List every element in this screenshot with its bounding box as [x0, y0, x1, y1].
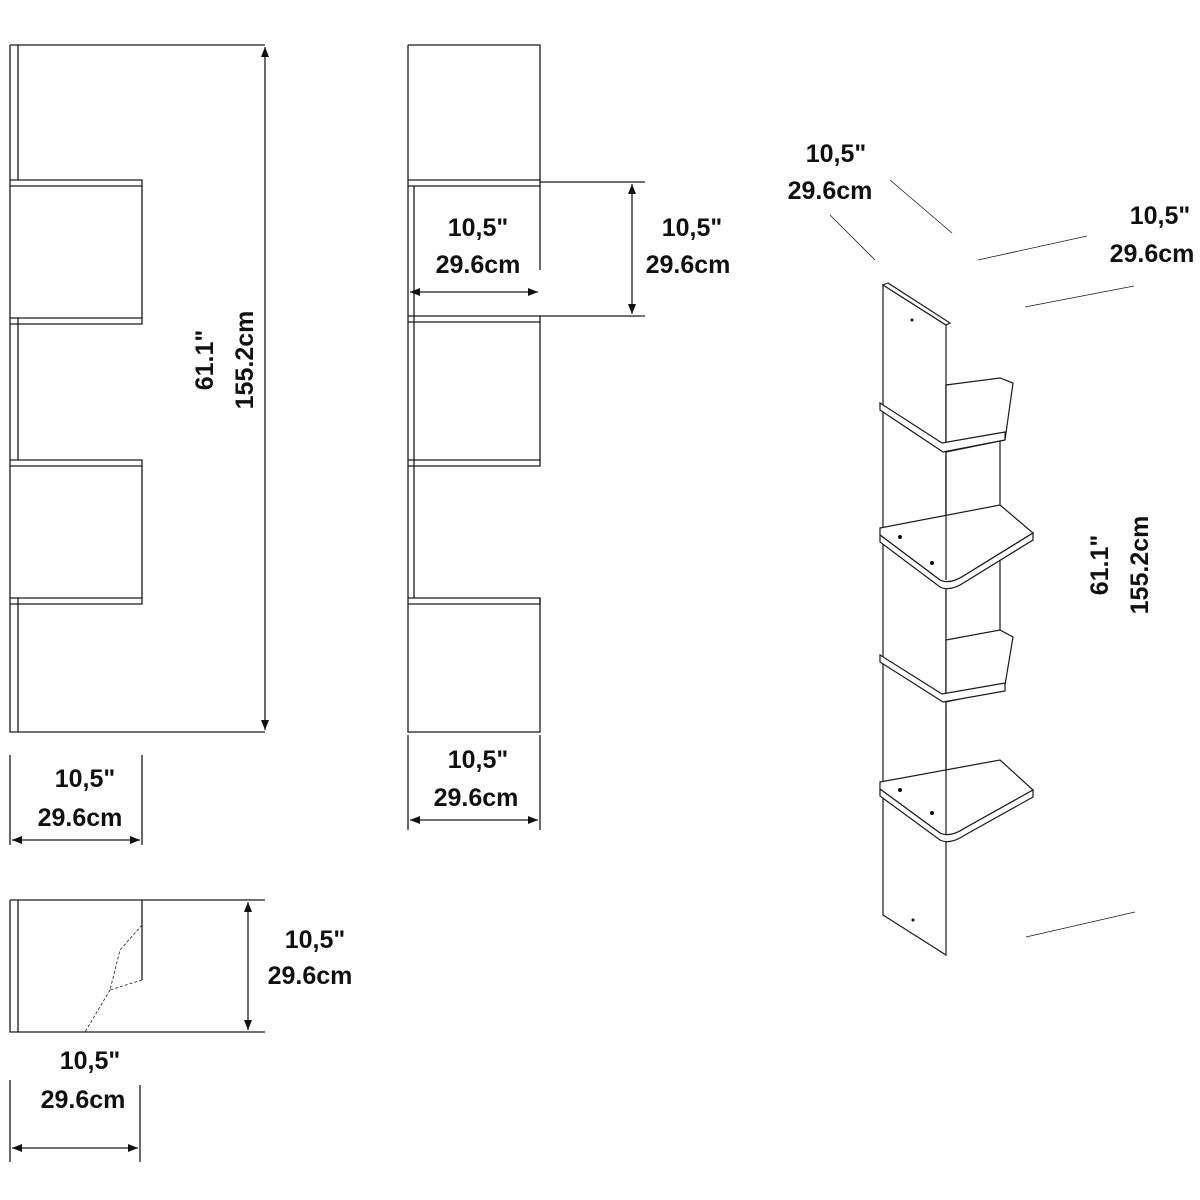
iso-left-cm: 29.6cm — [788, 177, 873, 205]
side-view — [407, 44, 645, 830]
top-width-in: 10,5" — [60, 1047, 121, 1075]
top-width-cm: 29.6cm — [41, 1086, 126, 1114]
front-width-cm: 29.6cm — [38, 804, 123, 832]
iso-left-in: 10,5" — [806, 140, 867, 168]
side-width-in: 10,5" — [448, 746, 509, 774]
iso-height-cm: 155.2cm — [1126, 516, 1154, 615]
top-depth-cm: 29.6cm — [268, 962, 353, 990]
top-view — [9, 899, 265, 1162]
side-spacing-cm: 29.6cm — [646, 251, 731, 279]
top-depth-in: 10,5" — [285, 926, 346, 954]
front-width-in: 10,5" — [55, 765, 116, 793]
side-depth-in: 10,5" — [448, 214, 509, 242]
iso-height-in: 61.1" — [1086, 535, 1114, 596]
front-height-in: 61.1" — [191, 330, 219, 391]
isometric-view — [829, 179, 1136, 957]
side-spacing-in: 10,5" — [662, 214, 723, 242]
front-view — [9, 44, 269, 845]
iso-right-in: 10,5" — [1130, 202, 1191, 230]
side-width-cm: 29.6cm — [434, 784, 519, 812]
front-height-cm: 155.2cm — [231, 311, 259, 410]
side-depth-cm: 29.6cm — [436, 251, 521, 279]
iso-right-cm: 29.6cm — [1110, 240, 1195, 268]
